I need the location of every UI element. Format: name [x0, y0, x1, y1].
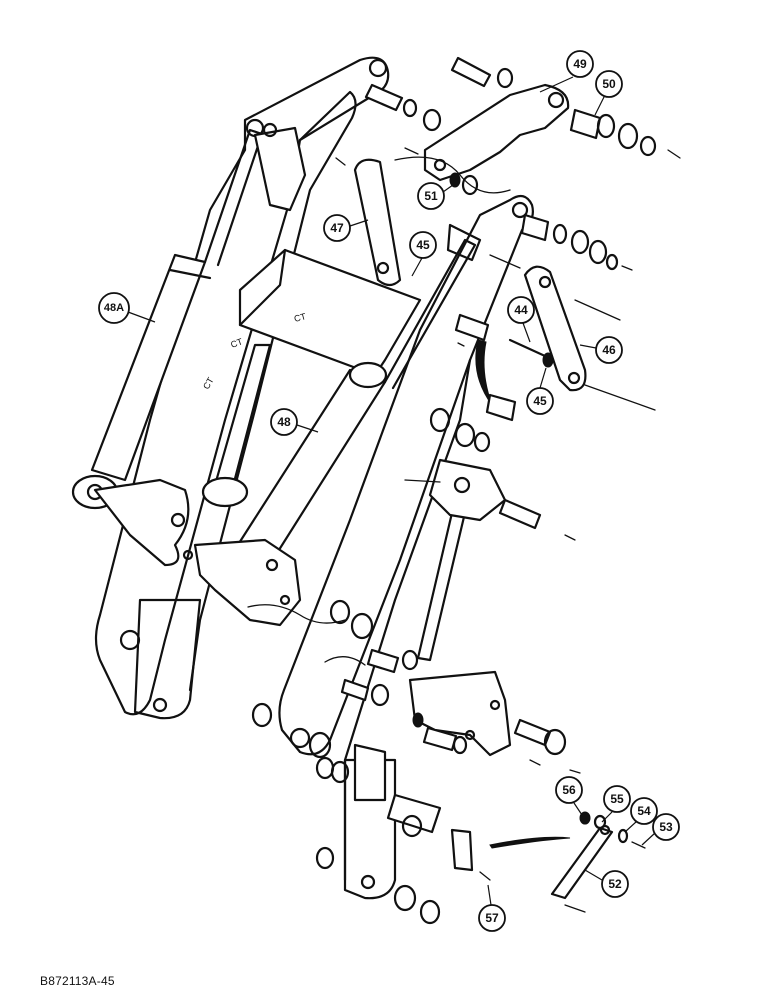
svg-text:CT: CT: [201, 375, 216, 391]
callout-48-label: 48: [277, 415, 291, 429]
cylinder-48a: [71, 118, 265, 510]
link-47: [335, 157, 402, 287]
callout-57-label: 57: [485, 911, 499, 925]
callout-55-label: 55: [610, 792, 624, 806]
callout-48a: 48A: [98, 292, 156, 324]
drawing-reference-code: B872113A-45: [40, 974, 115, 988]
callout-49: 49: [539, 50, 594, 93]
mid-bracket: [193, 538, 302, 627]
callout-47: 47: [323, 214, 369, 242]
callout-45-lower-label: 45: [533, 394, 547, 408]
bushing-50: [569, 108, 681, 159]
callout-53-label: 53: [659, 820, 673, 834]
callout-45-lower: 45: [526, 367, 554, 415]
callout-50: 50: [594, 70, 623, 116]
callout-49-label: 49: [573, 57, 587, 71]
upper-left-pin: [364, 83, 442, 132]
callout-51: 51: [417, 179, 461, 210]
callout-48: 48: [270, 408, 319, 436]
bushings-51: [404, 147, 479, 196]
callout-45-upper-label: 45: [416, 238, 430, 252]
hydraulic-lines: [247, 156, 511, 666]
callout-48a-label: 48A: [104, 302, 124, 314]
left-bellcrank: [93, 478, 194, 567]
callout-56-label: 56: [562, 783, 576, 797]
callout-52-label: 52: [608, 877, 622, 891]
lever-52: [489, 811, 646, 913]
callout-52: 52: [584, 869, 629, 898]
callout-45-upper: 45: [409, 231, 437, 277]
callout-47-label: 47: [330, 221, 344, 235]
callout-46-label: 46: [602, 343, 616, 357]
callout-44-label: 44: [514, 303, 528, 317]
callout-54: 54: [624, 797, 658, 833]
upper-link-49: [423, 83, 570, 182]
right-tilt-link: [416, 458, 507, 662]
left-link: [201, 343, 272, 508]
callout-51-label: 51: [424, 189, 438, 203]
callout-44: 44: [507, 296, 535, 343]
link-46: [523, 265, 587, 392]
callout-57: 57: [478, 884, 506, 932]
upper-pin: [450, 56, 514, 89]
upper-left-link: [253, 122, 307, 212]
callout-56: 56: [555, 776, 583, 816]
svg-text:CT: CT: [293, 311, 308, 324]
lower-bushings: [251, 599, 581, 925]
right-bushings: [404, 213, 656, 541]
callout-54-label: 54: [637, 804, 651, 818]
right-loader-arm: [278, 194, 534, 900]
callout-50-label: 50: [602, 77, 616, 91]
svg-text:CT: CT: [229, 336, 244, 350]
callout-53: 53: [641, 813, 680, 846]
callout-46: 46: [579, 336, 623, 364]
callout-55: 55: [601, 785, 631, 823]
